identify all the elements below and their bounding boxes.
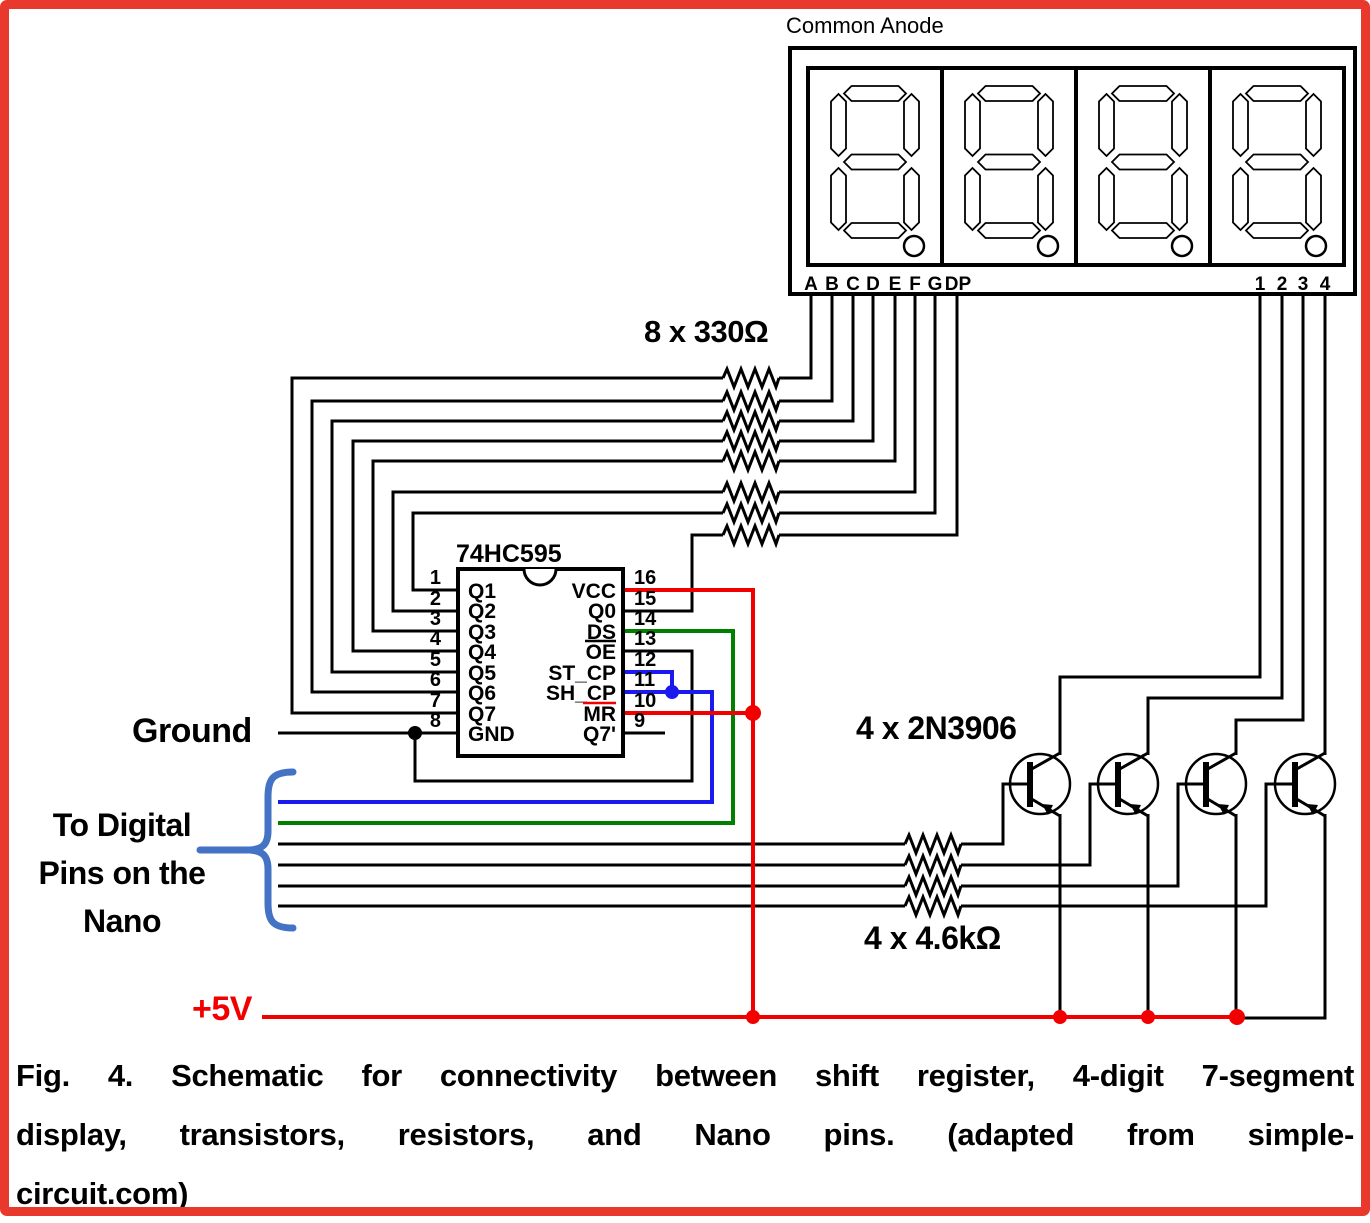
supply-junction-dot-4 bbox=[1229, 1009, 1245, 1025]
supply-junction-dot-1 bbox=[746, 1010, 760, 1024]
segment-resistors-label: 8 x 330Ω bbox=[644, 314, 769, 349]
segment-wire-nets bbox=[290, 293, 959, 715]
segment-pin-label-g: G bbox=[928, 274, 943, 295]
pin-label-q2: Q2 bbox=[468, 600, 496, 623]
figure-caption: Fig. 4. Schematic for connectivity betwe… bbox=[16, 1046, 1354, 1223]
pin-number-14: 14 bbox=[634, 608, 657, 630]
ground-wire-net bbox=[278, 649, 694, 783]
pin-label-ds: DS bbox=[587, 621, 616, 644]
pin-label-q1: Q1 bbox=[468, 580, 496, 603]
nano-pins-brace bbox=[196, 768, 297, 932]
ic-title: 74HC595 bbox=[456, 540, 562, 568]
ground-label: Ground bbox=[132, 712, 252, 750]
pin-label-mr: MR bbox=[583, 703, 616, 726]
pin-number-16: 16 bbox=[634, 567, 656, 589]
pin-number-7: 7 bbox=[430, 690, 441, 712]
pin-number-15: 15 bbox=[634, 588, 656, 610]
pin-label-oe: OE bbox=[586, 641, 616, 664]
pin-number-10: 10 bbox=[634, 690, 656, 712]
segment-pin-label-a: A bbox=[804, 274, 818, 295]
decimal-point-2 bbox=[1036, 234, 1060, 258]
decimal-point-3 bbox=[1170, 234, 1194, 258]
segment-pin-label-c: C bbox=[846, 274, 860, 295]
pin-label-q0: Q0 bbox=[588, 600, 616, 623]
pin-number-6: 6 bbox=[430, 669, 441, 691]
segment-pin-label-f: F bbox=[909, 274, 921, 295]
pin-number-2: 2 bbox=[430, 588, 441, 610]
ic-body bbox=[456, 567, 625, 758]
caption-line-3: circuit.com) bbox=[16, 1176, 189, 1211]
pin-number-4: 4 bbox=[430, 628, 442, 650]
decimal-point-4 bbox=[1304, 234, 1328, 258]
pin-number-9: 9 bbox=[634, 710, 645, 732]
segment-pin-label-d: D bbox=[866, 274, 880, 295]
ic-74hc595: 74HC595 Q1 Q2 Q3 Q4 Q5 Q6 Q7 GND 1 2 3 4… bbox=[430, 540, 657, 758]
base-wire-nets bbox=[278, 782, 1296, 908]
ic-notch bbox=[522, 568, 558, 587]
pin-label-q5: Q5 bbox=[468, 662, 496, 685]
digit-pin-label-1: 1 bbox=[1255, 274, 1266, 295]
digit-pin-label-2: 2 bbox=[1277, 274, 1288, 295]
mr-vcc-junction-dot bbox=[745, 705, 761, 721]
pin-number-5: 5 bbox=[430, 649, 441, 671]
display-title: Common Anode bbox=[786, 13, 944, 38]
clock-junction-dot bbox=[665, 685, 679, 699]
digit-pin-label-4: 4 bbox=[1320, 274, 1331, 295]
nano-pins-label-line1: To Digital bbox=[52, 807, 192, 843]
pin-label-sh-cp: SH_CP bbox=[546, 682, 616, 705]
seven-segment-display: A B C D E F G DP 1 2 3 4 bbox=[788, 46, 1357, 296]
digit-pin-label-3: 3 bbox=[1298, 274, 1309, 295]
caption-line-1: Fig. 4. Schematic for connectivity betwe… bbox=[16, 1058, 1354, 1093]
base-resistor-array-4k6 bbox=[903, 833, 963, 917]
pin-label-q7p: Q7' bbox=[583, 723, 616, 746]
nano-pins-label-line2: Pins on the bbox=[38, 855, 206, 891]
pin-label-st-cp: ST_CP bbox=[548, 662, 616, 685]
supply-5v-label: +5V bbox=[192, 990, 252, 1028]
pin-number-13: 13 bbox=[634, 628, 656, 650]
supply-junction-dot-2 bbox=[1053, 1010, 1067, 1024]
ground-junction-dot bbox=[408, 726, 422, 740]
pin-label-q4: Q4 bbox=[468, 641, 496, 664]
segment-resistor-array-330 bbox=[721, 367, 781, 546]
caption-line-2: display, transistors, resistors, and Nan… bbox=[16, 1117, 1354, 1152]
data-wire-net-green bbox=[278, 629, 735, 825]
pin-label-gnd: GND bbox=[468, 723, 515, 746]
pin-number-12: 12 bbox=[634, 649, 656, 671]
digit-wire-nets bbox=[1058, 293, 1327, 1020]
pin-label-q6: Q6 bbox=[468, 682, 496, 705]
nano-pins-label-line3: Nano bbox=[83, 903, 162, 939]
pin-number-11: 11 bbox=[634, 669, 655, 691]
segment-pin-label-dp: DP bbox=[945, 274, 972, 295]
junction-dots bbox=[408, 685, 1245, 1025]
base-resistors-label: 4 x 4.6kΩ bbox=[864, 920, 1001, 956]
segment-pin-label-b: B bbox=[825, 274, 839, 295]
pin-label-q3: Q3 bbox=[468, 621, 496, 644]
transistors-label: 4 x 2N3906 bbox=[856, 710, 1017, 746]
pin-label-q7: Q7 bbox=[468, 703, 496, 726]
supply-junction-dot-3 bbox=[1141, 1010, 1155, 1024]
segment-pin-label-e: E bbox=[889, 274, 902, 295]
pin-number-1: 1 bbox=[430, 567, 441, 589]
nano-pins-label: To Digital Pins on the Nano bbox=[8, 801, 236, 945]
pin-number-8: 8 bbox=[430, 710, 441, 732]
pin-label-vcc: VCC bbox=[572, 580, 616, 603]
decimal-point-1 bbox=[902, 234, 926, 258]
pin-number-3: 3 bbox=[430, 608, 441, 630]
